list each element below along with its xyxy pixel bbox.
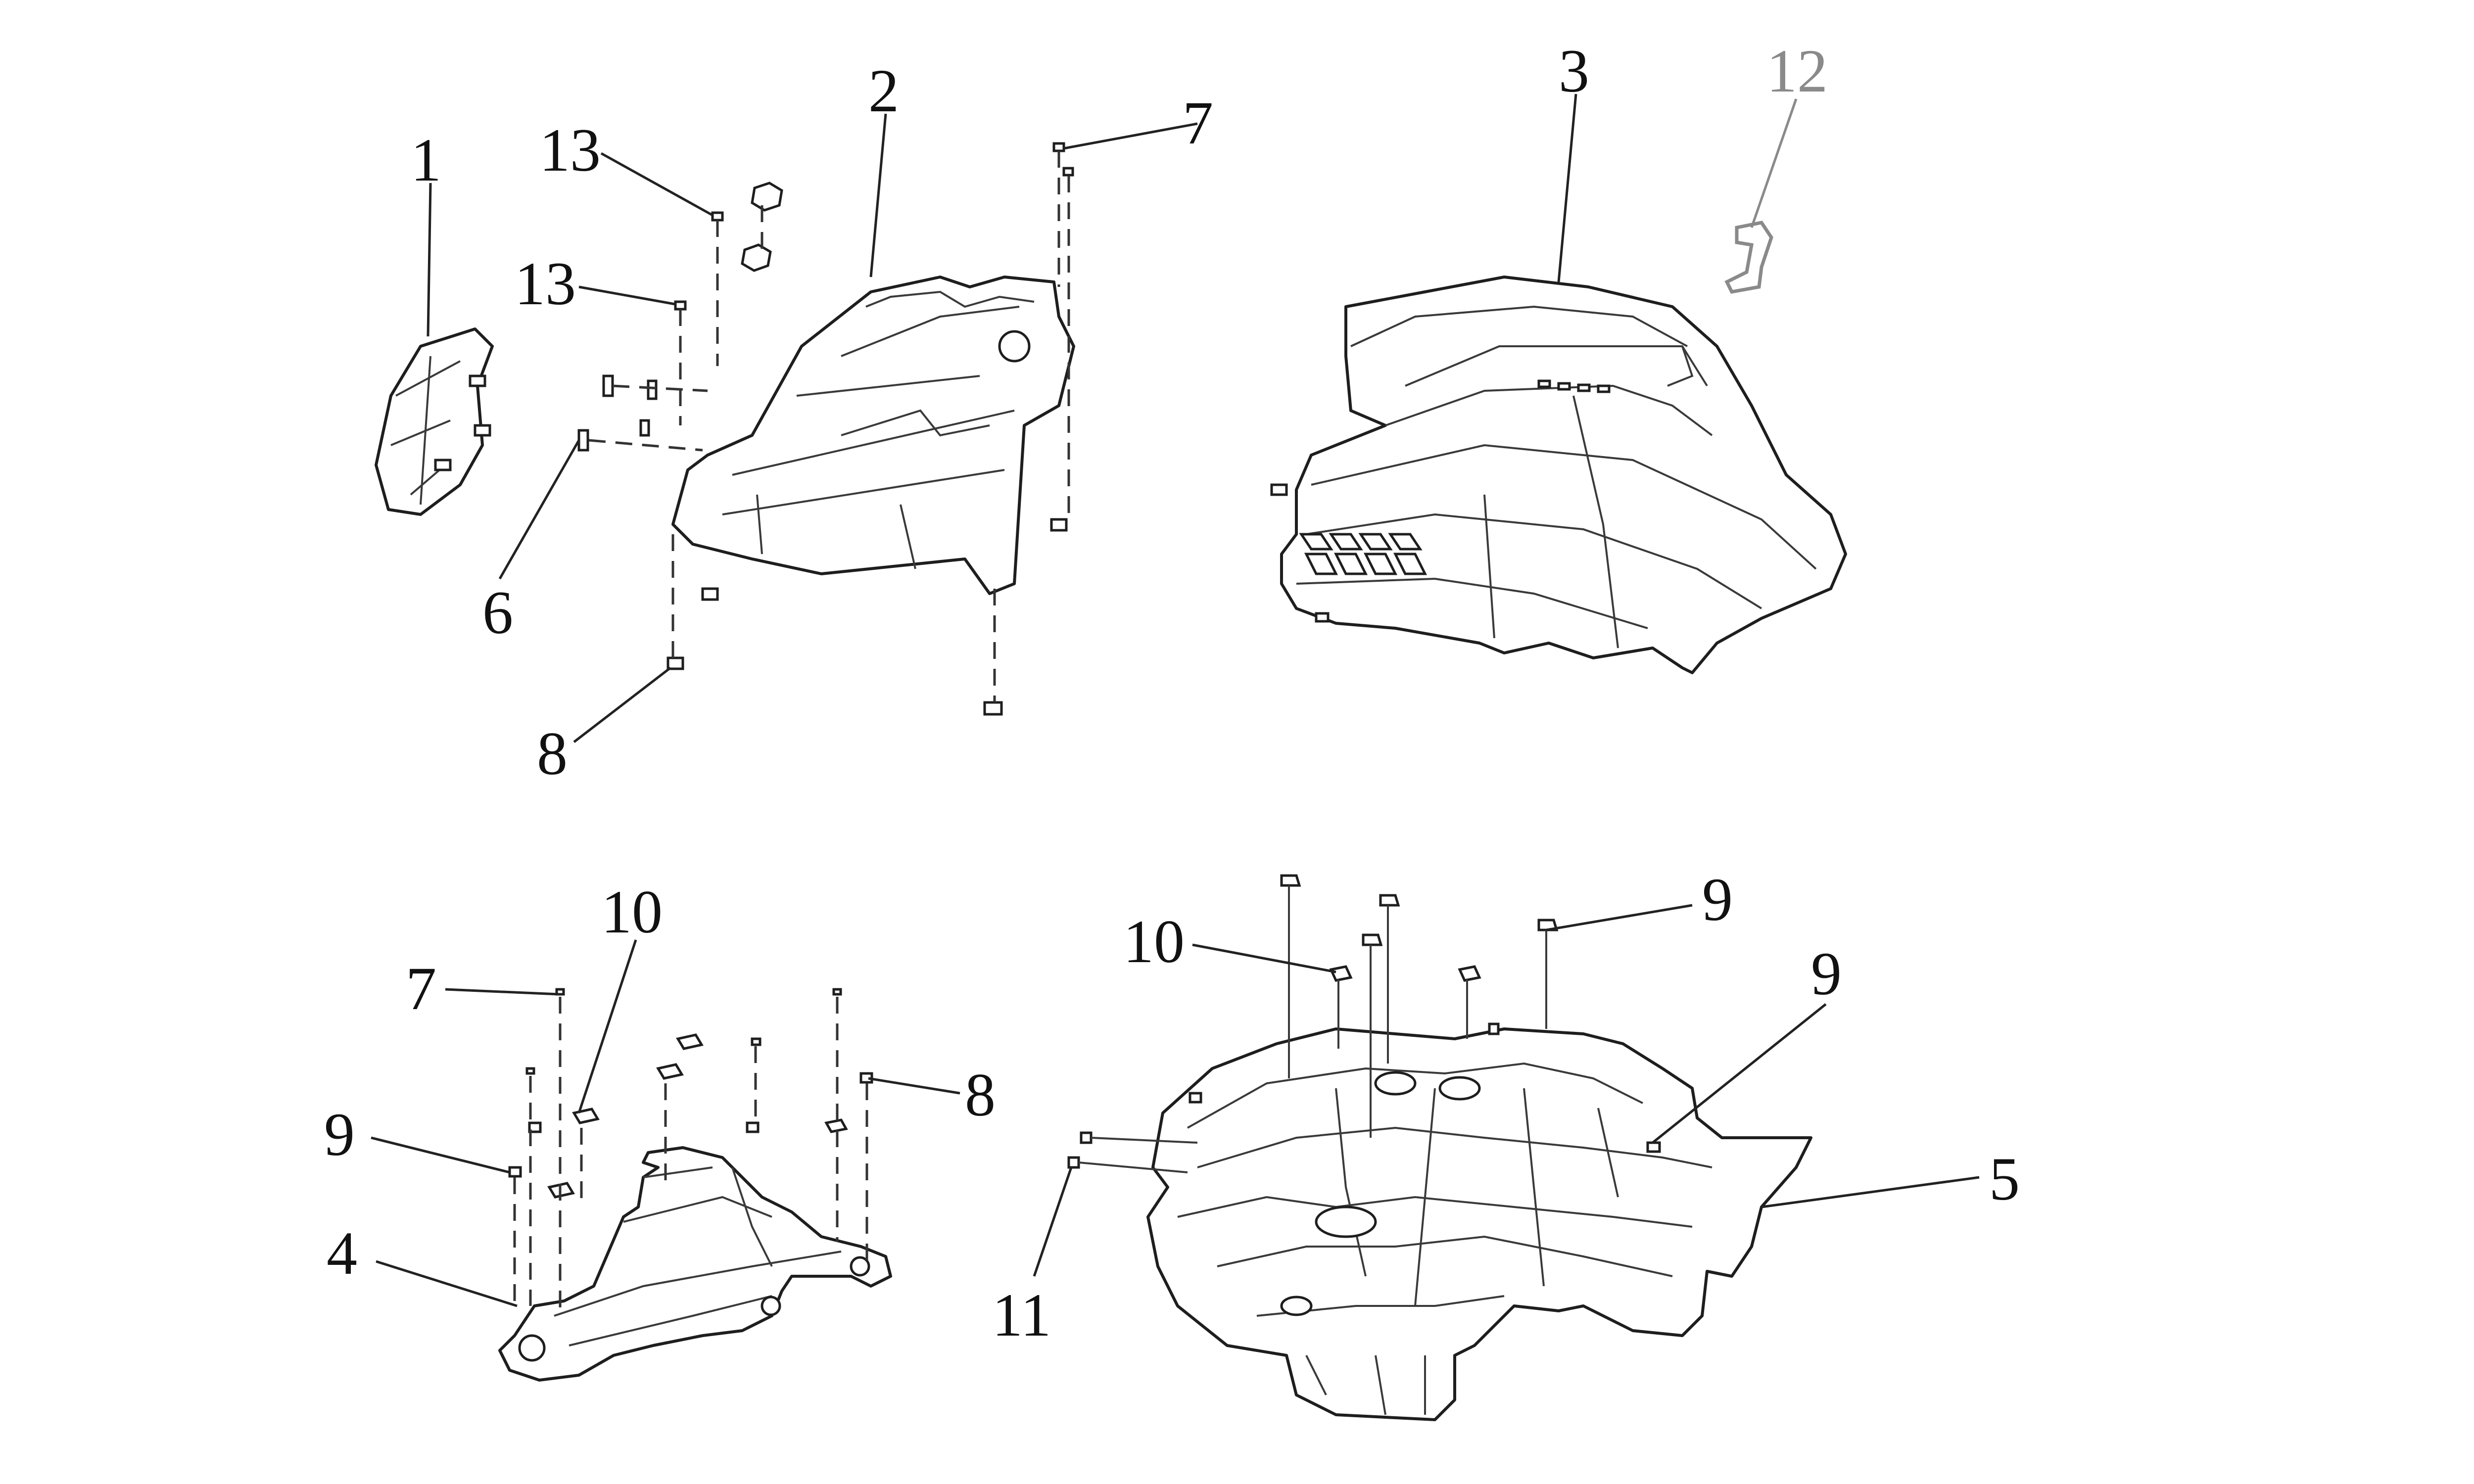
part-2-upper-cover <box>577 142 1075 716</box>
callout-9-right-top: 9 <box>1702 866 1733 933</box>
leader-7b <box>445 988 560 996</box>
leader-13a <box>600 152 714 217</box>
part-5-lower-frame <box>1067 874 1812 1421</box>
callout-13-upper: 13 <box>539 116 601 184</box>
leader-1 <box>427 183 432 337</box>
callout-7-bottom: 7 <box>406 955 436 1022</box>
callout-8-bottom: 8 <box>965 1061 996 1129</box>
leader-12 <box>1750 98 1798 228</box>
leader-10a <box>577 939 637 1113</box>
callout-11: 11 <box>992 1281 1051 1349</box>
callout-8-top: 8 <box>537 720 568 788</box>
leader-2 <box>869 113 887 278</box>
callout-6: 6 <box>482 579 513 647</box>
callout-5: 5 <box>1989 1145 2020 1213</box>
leader-7a <box>1063 122 1198 150</box>
part-3-main-fairing <box>1270 276 1847 674</box>
part-4-lower-bracket <box>498 988 892 1382</box>
leader-9c <box>1652 1003 1827 1144</box>
part-1-end-cap <box>375 327 494 516</box>
part-12-clip <box>1724 221 1773 294</box>
leader-4 <box>376 1260 518 1307</box>
leader-lines <box>371 93 1980 1307</box>
leader-5 <box>1761 1176 1980 1208</box>
callout-7-top: 7 <box>1183 89 1213 157</box>
callout-4: 4 <box>327 1219 357 1287</box>
leader-10b <box>1192 943 1336 974</box>
callout-1: 1 <box>411 126 441 194</box>
callout-10-right: 10 <box>1123 908 1185 975</box>
leader-8b <box>868 1077 960 1095</box>
callout-12: 12 <box>1766 37 1828 105</box>
callout-labels: 1 2 3 12 7 13 13 6 8 10 7 8 9 4 10 9 9 5… <box>324 37 2020 1349</box>
leader-11 <box>1033 1167 1073 1277</box>
leader-3 <box>1557 93 1577 282</box>
leader-8a <box>573 667 671 743</box>
leader-9a <box>371 1136 510 1174</box>
callout-13-lower: 13 <box>515 250 576 318</box>
callout-3: 3 <box>1559 37 1589 105</box>
leader-6 <box>498 439 580 580</box>
callout-9-right: 9 <box>1811 940 1842 1008</box>
leader-13b <box>578 285 676 306</box>
callout-10-left: 10 <box>601 878 663 946</box>
callout-2: 2 <box>868 57 899 125</box>
leader-9b <box>1546 904 1693 931</box>
callout-9-left: 9 <box>324 1101 355 1168</box>
